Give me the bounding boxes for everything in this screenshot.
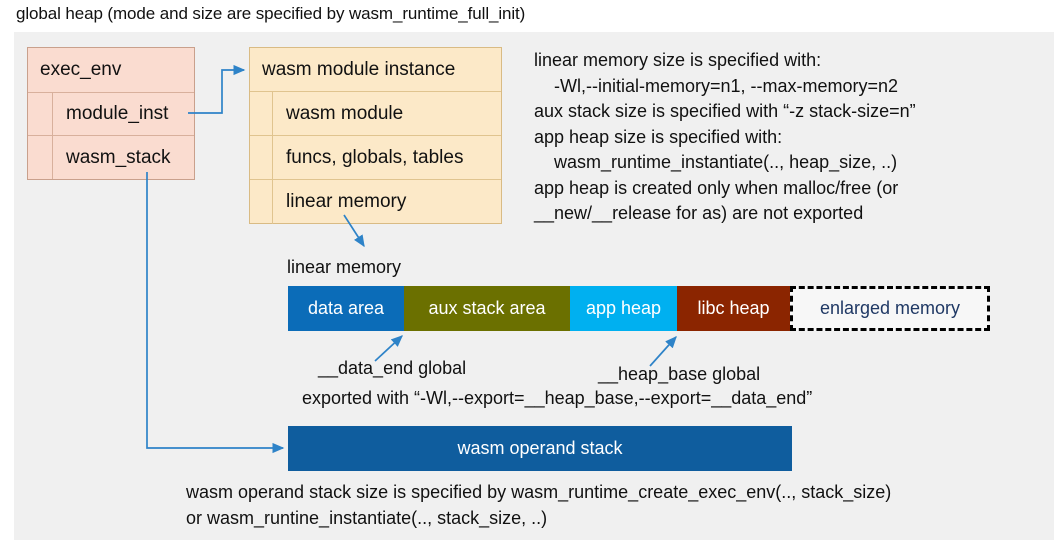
linear-memory-bar-label: linear memory (287, 257, 402, 277)
exec-env-field-label: wasm_stack (66, 146, 171, 168)
memory-segment-libc-heap: libc heap (677, 286, 790, 331)
memory-segment-app-heap: app heap (570, 286, 677, 331)
exec-env-field-module-inst: module_inst (28, 93, 194, 136)
linear-memory-notes: linear memory size is specified with: -W… (534, 50, 916, 223)
memory-segment-enlarged-memory: enlarged memory (790, 286, 990, 331)
wasm-module-instance-box: wasm module instance wasm module funcs, … (249, 47, 502, 224)
exec-env-gutter (28, 136, 53, 179)
memory-segment-data-area: data area (288, 286, 404, 331)
annotation-heap-base: __heap_base global (598, 364, 761, 384)
exec-env-gutter (28, 93, 53, 135)
exec-env-box: exec_env module_inst wasm_stack (27, 47, 195, 180)
module-instance-header-label: wasm module instance (262, 58, 456, 80)
module-instance-gutter (250, 180, 273, 224)
module-instance-field-label: wasm module (286, 102, 404, 124)
wasm-operand-stack-box: wasm operand stack (288, 426, 792, 471)
exec-env-header-label: exec_env (40, 59, 122, 80)
module-instance-field-linear-memory: linear memory (250, 180, 501, 224)
annotation-exported-with: exported with “-Wl,--export=__heap_base,… (302, 388, 813, 408)
module-instance-gutter (250, 136, 273, 179)
annotation-data-end: __data_end global (318, 358, 467, 378)
module-instance-field-label: funcs, globals, tables (286, 146, 464, 168)
module-instance-header-row: wasm module instance (250, 48, 501, 92)
operand-stack-notes: wasm operand stack size is specified by … (186, 482, 892, 528)
module-instance-gutter (250, 92, 273, 135)
module-instance-field-label: linear memory (286, 191, 407, 212)
memory-segment-aux-stack-area: aux stack area (404, 286, 570, 331)
exec-env-field-label: module_inst (66, 103, 169, 124)
exec-env-header-row: exec_env (28, 48, 194, 93)
module-instance-field-wasm-module: wasm module (250, 92, 501, 136)
module-instance-field-funcs-globals-tables: funcs, globals, tables (250, 136, 501, 180)
page-title: global heap (mode and size are specified… (16, 4, 526, 23)
exec-env-field-wasm-stack: wasm_stack (28, 136, 194, 179)
